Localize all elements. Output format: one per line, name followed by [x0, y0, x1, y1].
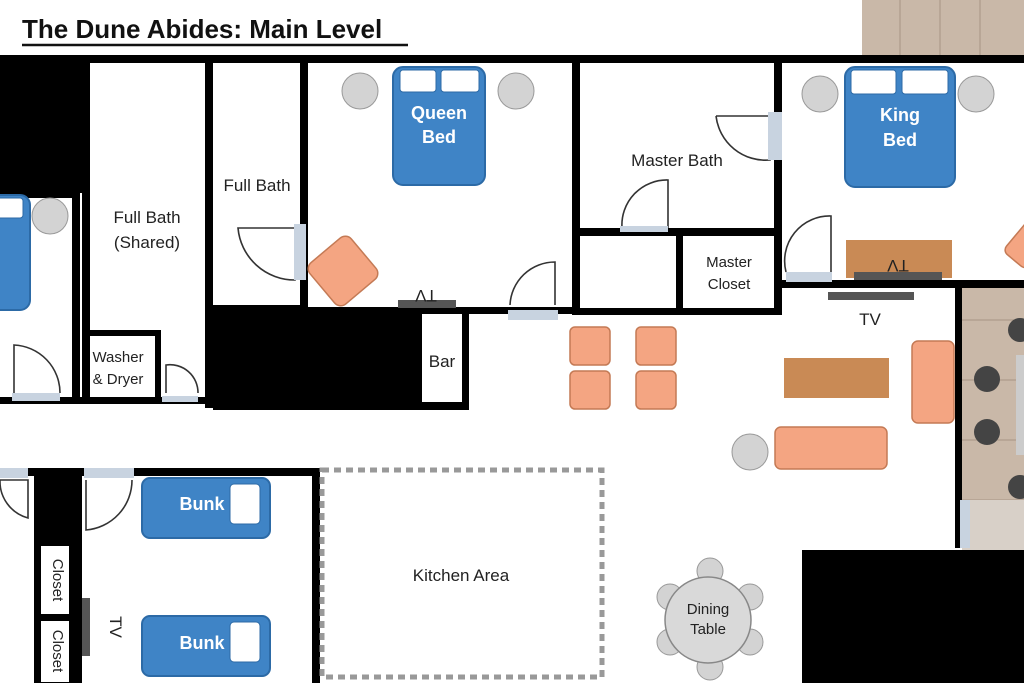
bunk-2-label: Bunk: [180, 633, 226, 653]
queen-bed-label-2: Bed: [422, 127, 456, 147]
closet-1-label: Closet: [49, 559, 66, 602]
living-chairs: [569, 326, 677, 410]
queen-nightstand-right: [497, 72, 535, 110]
dining-table: Dining Table: [656, 557, 764, 681]
king-bed-label-1: King: [880, 105, 920, 125]
master-closet-label-1: Master: [706, 254, 752, 271]
king-armchair: [1004, 221, 1024, 269]
bunk-2: Bunk: [141, 615, 271, 677]
queen-tv-label: TV: [414, 286, 436, 305]
master-closet-label-2: Closet: [708, 276, 751, 293]
king-bed: King Bed: [844, 66, 956, 188]
queen-tv-stand: [398, 300, 456, 308]
dining-label-2: Table: [690, 621, 726, 638]
full-bath-shared-label-2: (Shared): [114, 233, 180, 252]
queen-armchair: [307, 235, 379, 307]
living-tv-label: TV: [859, 310, 881, 329]
queen-nightstand-left: [341, 72, 379, 110]
walls: [0, 55, 1024, 683]
living-tv-stand: [828, 292, 914, 300]
kitchen-label: Kitchen Area: [413, 566, 510, 585]
closet-2-label: Closet: [49, 630, 66, 673]
dining-label-1: Dining: [687, 601, 730, 618]
washer-label-2: & Dryer: [93, 371, 144, 388]
king-tv-label: TV: [886, 256, 908, 275]
kitchen-area-outline: [319, 467, 605, 680]
deck-top: [862, 0, 1024, 55]
bunk-tv-label: TV: [106, 616, 125, 638]
loveseat: [911, 340, 955, 424]
plan-title: The Dune Abides: Main Level: [22, 14, 382, 44]
king-nightstand-right: [957, 75, 995, 113]
king-nightstand-left: [801, 75, 839, 113]
doors: [0, 112, 970, 548]
bunk-1-label: Bunk: [180, 494, 226, 514]
bunk-tv-stand: [82, 598, 90, 656]
full-bath-label: Full Bath: [223, 176, 290, 195]
queen-bed: Queen Bed: [392, 66, 486, 186]
master-bath-label: Master Bath: [631, 151, 723, 170]
bar-stools: [974, 318, 1024, 499]
sofa: [774, 426, 888, 470]
bar-label: Bar: [429, 352, 456, 371]
left-bed: [0, 194, 69, 311]
queen-bed-label-1: Queen: [411, 103, 467, 123]
full-bath-shared-label-1: Full Bath: [113, 208, 180, 227]
washer-label-1: Washer: [92, 349, 143, 366]
living-side-table: [731, 433, 769, 471]
coffee-table: [784, 358, 889, 398]
bunk-1: Bunk: [141, 477, 271, 539]
king-tv-stand: [854, 272, 942, 280]
king-dresser: [846, 240, 952, 278]
king-bed-label-2: Bed: [883, 130, 917, 150]
